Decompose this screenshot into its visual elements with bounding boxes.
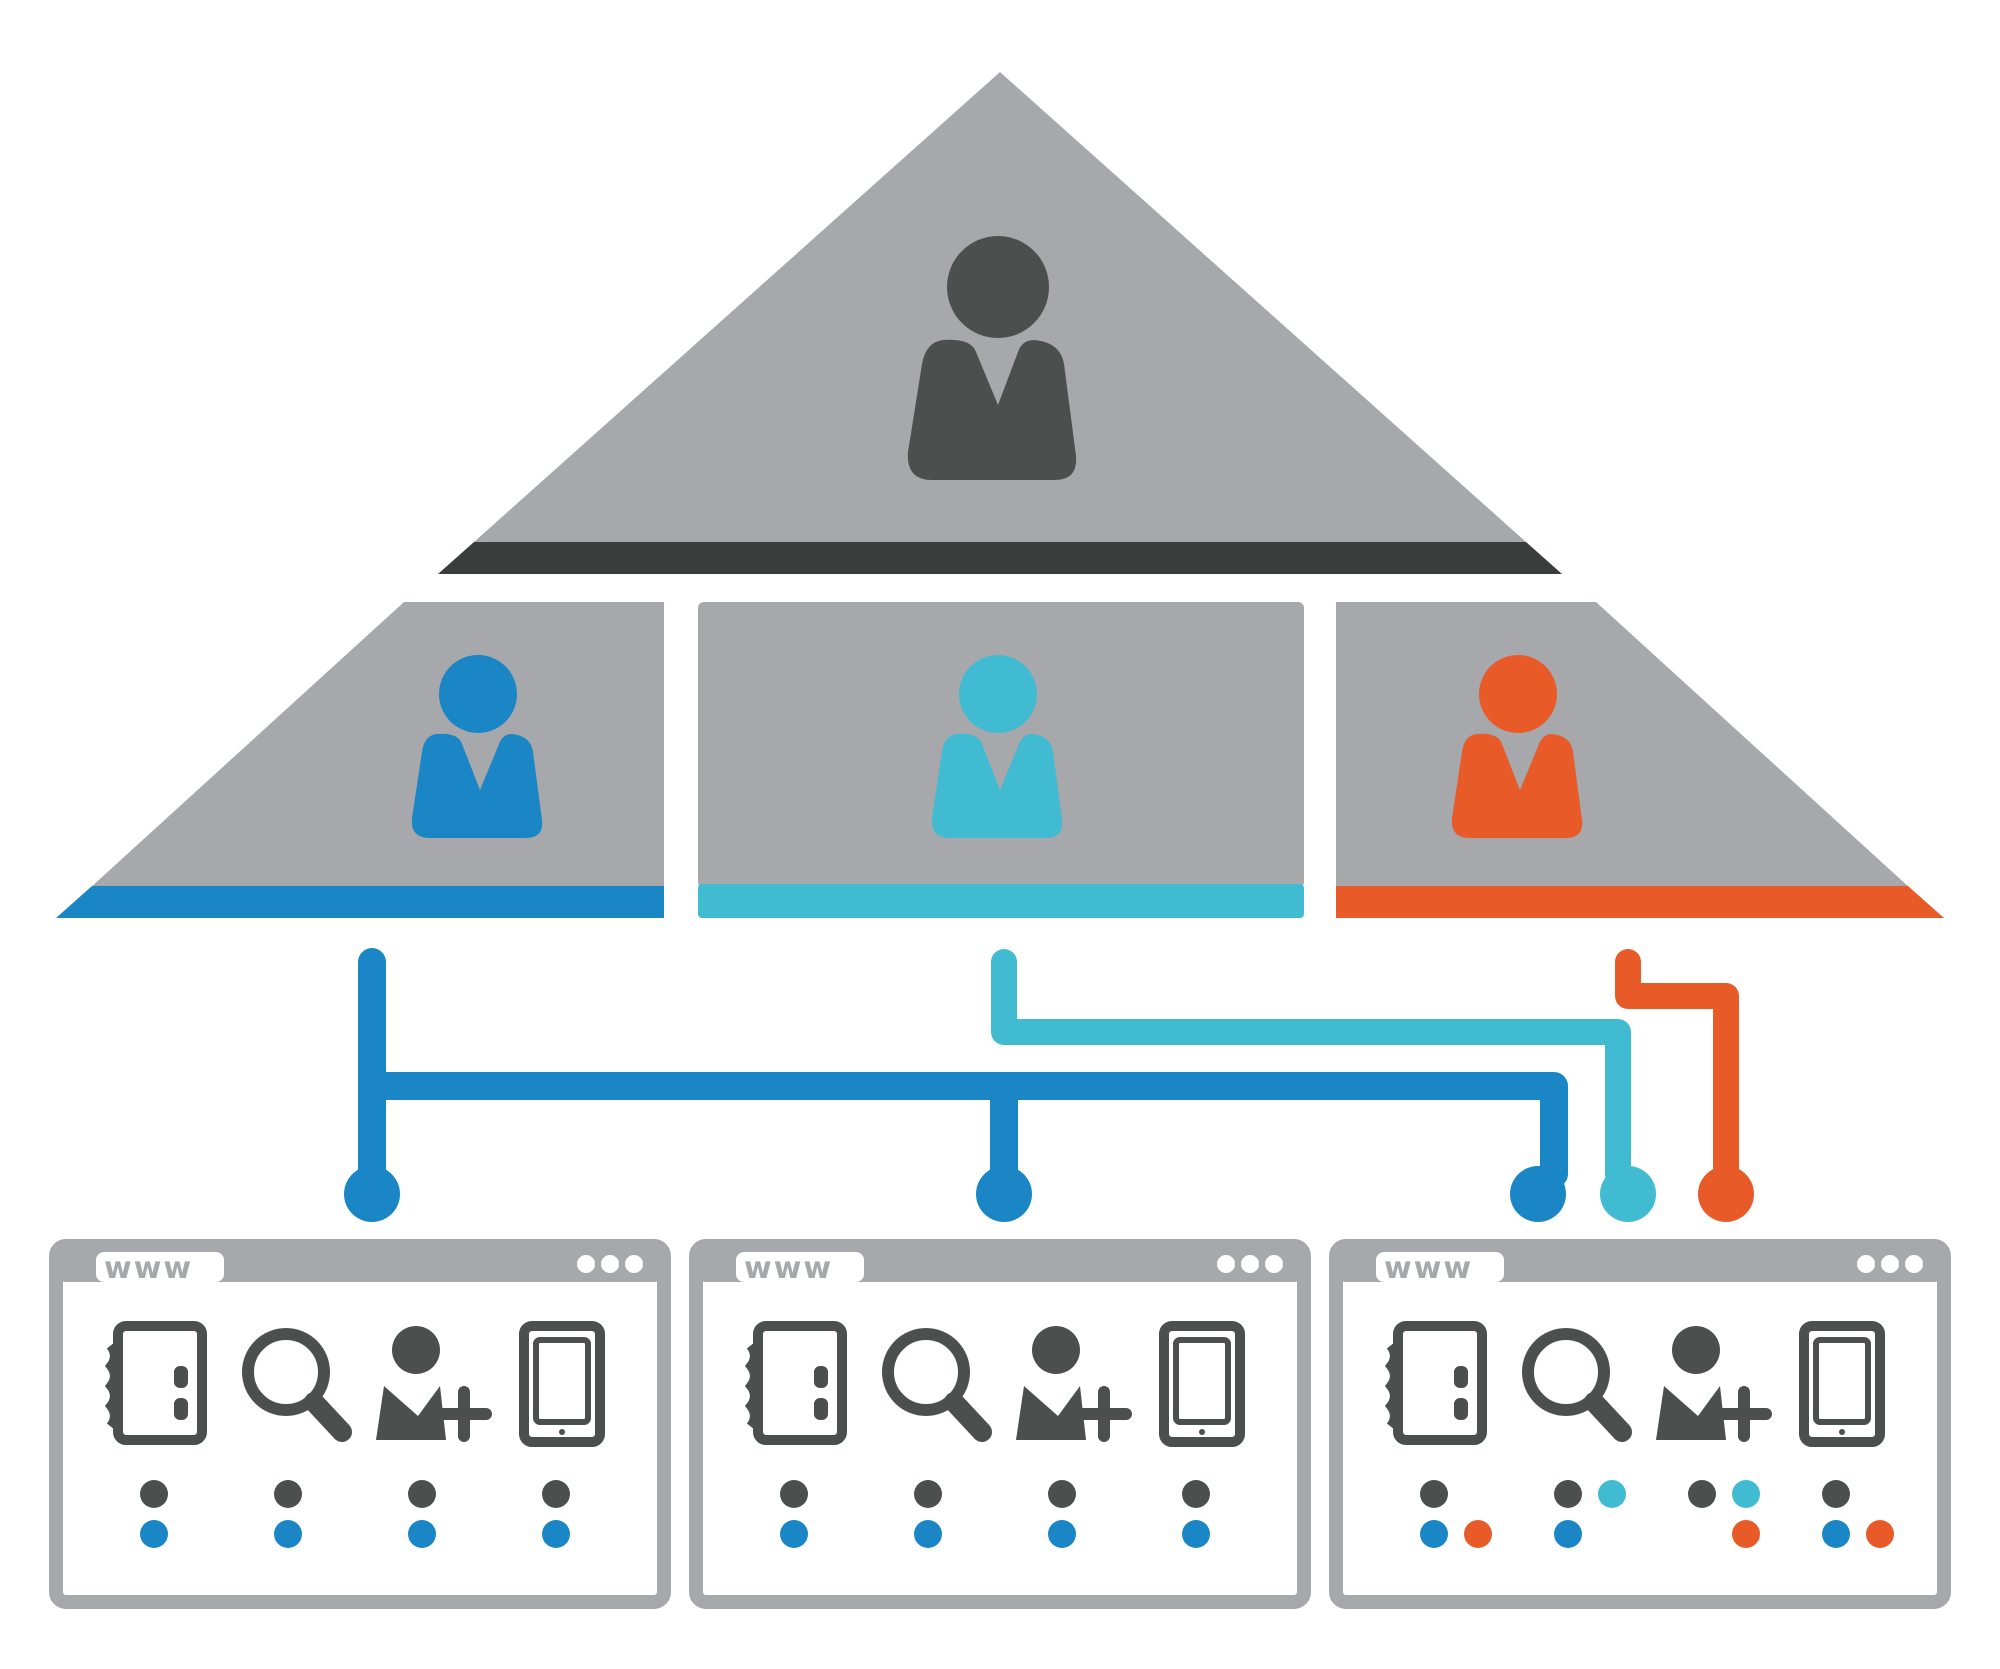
team-cyan-bar: [698, 884, 1304, 918]
access-dot: [1420, 1480, 1448, 1508]
magnifier-icon: [242, 1328, 352, 1442]
window-1: www: [49, 1239, 671, 1609]
magnifier-icon: [1522, 1328, 1632, 1442]
add-user-icon: [1656, 1326, 1772, 1442]
window-control-dot[interactable]: [577, 1255, 595, 1273]
top-manager-section: [438, 72, 1562, 574]
address-book-icon: [744, 1321, 847, 1445]
tablet-icon: [1799, 1321, 1885, 1447]
address-book-icon: [1384, 1321, 1487, 1445]
connector-orange: [1615, 949, 1739, 1187]
node-blue-3: [1510, 1166, 1566, 1222]
access-dot: [140, 1480, 168, 1508]
team-blue-panel: [90, 602, 664, 888]
window-control-dot[interactable]: [1905, 1255, 1923, 1273]
app-item: [1384, 1321, 1492, 1548]
access-dot: [140, 1520, 168, 1548]
node-orange-3: [1698, 1166, 1754, 1222]
access-dot: [1822, 1520, 1850, 1548]
top-base-bar: [438, 542, 1562, 574]
access-dot: [1554, 1520, 1582, 1548]
access-dot: [914, 1520, 942, 1548]
app-item: [1016, 1326, 1132, 1548]
url-label: www: [1384, 1251, 1473, 1286]
access-dot: [1732, 1520, 1760, 1548]
access-dot: [542, 1480, 570, 1508]
tablet-icon: [519, 1321, 605, 1447]
address-book-icon: [104, 1321, 207, 1445]
team-orange-panel: [1336, 602, 1910, 888]
access-dot: [1182, 1520, 1210, 1548]
team-orange-person-icon: [1451, 655, 1583, 838]
window-2: www: [689, 1239, 1311, 1609]
window-control-dot[interactable]: [1857, 1255, 1875, 1273]
app-item: [519, 1321, 605, 1548]
access-dot: [1464, 1520, 1492, 1548]
access-dot: [1598, 1480, 1626, 1508]
top-manager-person-icon: [907, 236, 1077, 480]
add-user-icon: [376, 1326, 492, 1442]
window-control-dot[interactable]: [1241, 1255, 1259, 1273]
access-dot: [1420, 1520, 1448, 1548]
window-control-dot[interactable]: [1217, 1255, 1235, 1273]
app-item: [882, 1328, 992, 1548]
team-cyan-person-icon: [931, 655, 1063, 838]
connector-cyan: [991, 949, 1631, 1187]
url-tab: [96, 1252, 224, 1282]
url-tab: [736, 1252, 864, 1282]
access-dot: [1182, 1480, 1210, 1508]
tablet-icon: [1159, 1321, 1245, 1447]
app-item: [1656, 1326, 1772, 1548]
access-dot: [1688, 1480, 1716, 1508]
access-dot: [274, 1520, 302, 1548]
app-item: [1159, 1321, 1245, 1548]
add-user-icon: [1016, 1326, 1132, 1442]
url-label: www: [104, 1251, 193, 1286]
access-dot: [1554, 1480, 1582, 1508]
team-orange-bar: [1336, 886, 1944, 918]
access-dot: [408, 1520, 436, 1548]
access-dot: [274, 1480, 302, 1508]
access-dot: [780, 1520, 808, 1548]
browser-windows: www www www: [49, 1239, 1951, 1609]
access-dot: [1866, 1520, 1894, 1548]
app-item: [242, 1328, 352, 1548]
access-dot: [1732, 1480, 1760, 1508]
node-cyan-3: [1600, 1166, 1656, 1222]
connector-blue: [358, 948, 1568, 1188]
app-item: [1799, 1321, 1894, 1548]
app-item: [1522, 1328, 1632, 1548]
window-control-dot[interactable]: [601, 1255, 619, 1273]
url-tab: [1376, 1252, 1504, 1282]
team-blue-bar: [56, 886, 664, 918]
connectors: [344, 948, 1754, 1222]
team-cyan-panel: [698, 602, 1304, 888]
access-dot: [542, 1520, 570, 1548]
access-dot: [1048, 1480, 1076, 1508]
magnifier-icon: [882, 1328, 992, 1442]
app-item: [744, 1321, 847, 1548]
window-control-dot[interactable]: [1265, 1255, 1283, 1273]
node-blue-1: [344, 1166, 400, 1222]
window-3: www: [1329, 1239, 1951, 1609]
app-item: [104, 1321, 207, 1548]
window-control-dot[interactable]: [1881, 1255, 1899, 1273]
access-dot: [408, 1480, 436, 1508]
teams-section: [56, 602, 1944, 918]
access-dot: [780, 1480, 808, 1508]
access-dot: [1048, 1520, 1076, 1548]
access-dot: [914, 1480, 942, 1508]
team-blue-person-icon: [411, 655, 543, 838]
window-control-dot[interactable]: [625, 1255, 643, 1273]
node-blue-2: [976, 1166, 1032, 1222]
app-item: [376, 1326, 492, 1548]
access-dot: [1822, 1480, 1850, 1508]
url-label: www: [744, 1251, 833, 1286]
